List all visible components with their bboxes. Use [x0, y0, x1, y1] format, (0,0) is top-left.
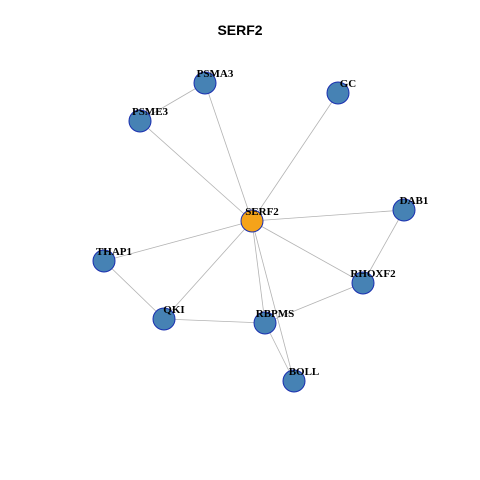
node-serf2: SERF2 [240, 206, 279, 233]
node-circle-qki [152, 307, 176, 331]
node-dab1: DAB1 [392, 195, 429, 222]
edge-serf2-psme3 [139, 120, 253, 222]
node-circle-thap1 [92, 249, 116, 273]
node-label-serf2: SERF2 [245, 206, 279, 218]
edge-thap1-qki [103, 260, 165, 320]
node-circle-dab1 [392, 198, 416, 222]
node-boll: BOLL [282, 366, 320, 393]
node-psme3: PSME3 [128, 106, 169, 133]
edge-serf2-qki [163, 220, 253, 320]
edge-rbpms-rhoxf2 [264, 282, 364, 324]
node-label-rbpms: RBPMS [256, 308, 295, 320]
node-circle-psma3 [193, 71, 217, 95]
node-qki: QKI [152, 304, 185, 331]
node-circle-psme3 [128, 109, 152, 133]
edge-serf2-rhoxf2 [251, 220, 364, 284]
node-circle-serf2 [240, 209, 264, 233]
diagram-title: SERF2 [217, 22, 262, 38]
edge-qki-rbpms [163, 318, 266, 324]
edge-psma3-psme3 [139, 82, 206, 122]
edge-serf2-psma3 [204, 82, 253, 222]
node-circle-rhoxf2 [351, 271, 375, 295]
node-thap1: THAP1 [92, 246, 132, 273]
node-rhoxf2: RHOXF2 [350, 268, 396, 295]
node-label-rhoxf2: RHOXF2 [350, 268, 396, 280]
node-rbpms: RBPMS [253, 308, 295, 335]
edge-serf2-boll [251, 220, 295, 382]
edges-layer [103, 82, 405, 382]
node-psma3: PSMA3 [193, 68, 234, 95]
node-label-psma3: PSMA3 [197, 68, 234, 80]
node-label-qki: QKI [163, 304, 184, 316]
edge-serf2-gc [251, 92, 339, 222]
node-circle-rbpms [253, 311, 277, 335]
node-label-gc: GC [340, 78, 357, 90]
node-circle-boll [282, 369, 306, 393]
node-label-boll: BOLL [289, 366, 320, 378]
edge-serf2-dab1 [251, 209, 405, 222]
node-label-thap1: THAP1 [96, 246, 132, 258]
edge-serf2-thap1 [103, 220, 253, 262]
node-label-dab1: DAB1 [400, 195, 429, 207]
node-circle-gc [326, 81, 350, 105]
node-label-psme3: PSME3 [132, 106, 169, 118]
edge-dab1-rhoxf2 [362, 209, 405, 284]
edge-serf2-rbpms [251, 220, 266, 324]
node-gc: GC [326, 78, 357, 105]
